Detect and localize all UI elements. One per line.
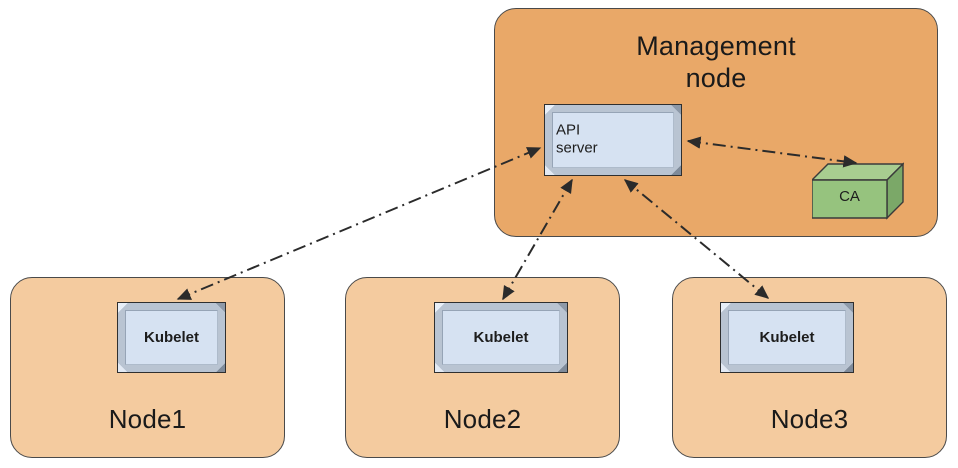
kubelet-face-node1 bbox=[125, 310, 218, 365]
api-server-face bbox=[552, 112, 674, 168]
kubelet-label-node1: Kubelet bbox=[143, 328, 199, 346]
worker-node-1-title: Node1 bbox=[108, 404, 187, 435]
kubelet-box-node1[interactable]: Kubelet bbox=[117, 302, 226, 373]
management-node-title-line1: Management bbox=[636, 31, 796, 61]
worker-node-3-title: Node3 bbox=[770, 404, 849, 435]
management-node-title-line2: node bbox=[685, 62, 747, 93]
kubelet-face-node3 bbox=[728, 310, 846, 365]
worker-node-2-title: Node2 bbox=[443, 404, 522, 435]
kubelet-label-node3: Kubelet bbox=[759, 328, 815, 346]
kubelet-face-node2 bbox=[442, 310, 560, 365]
api-server-label-line2: server bbox=[556, 140, 598, 157]
api-server-label-line1: API bbox=[556, 121, 581, 139]
kubelet-box-node2[interactable]: Kubelet bbox=[434, 302, 568, 373]
kubelet-box-node3[interactable]: Kubelet bbox=[720, 302, 854, 373]
ca-cuboid-shape bbox=[810, 162, 905, 220]
kubelet-label-node2: Kubelet bbox=[473, 328, 529, 346]
ca-box[interactable]: CA bbox=[810, 162, 905, 220]
